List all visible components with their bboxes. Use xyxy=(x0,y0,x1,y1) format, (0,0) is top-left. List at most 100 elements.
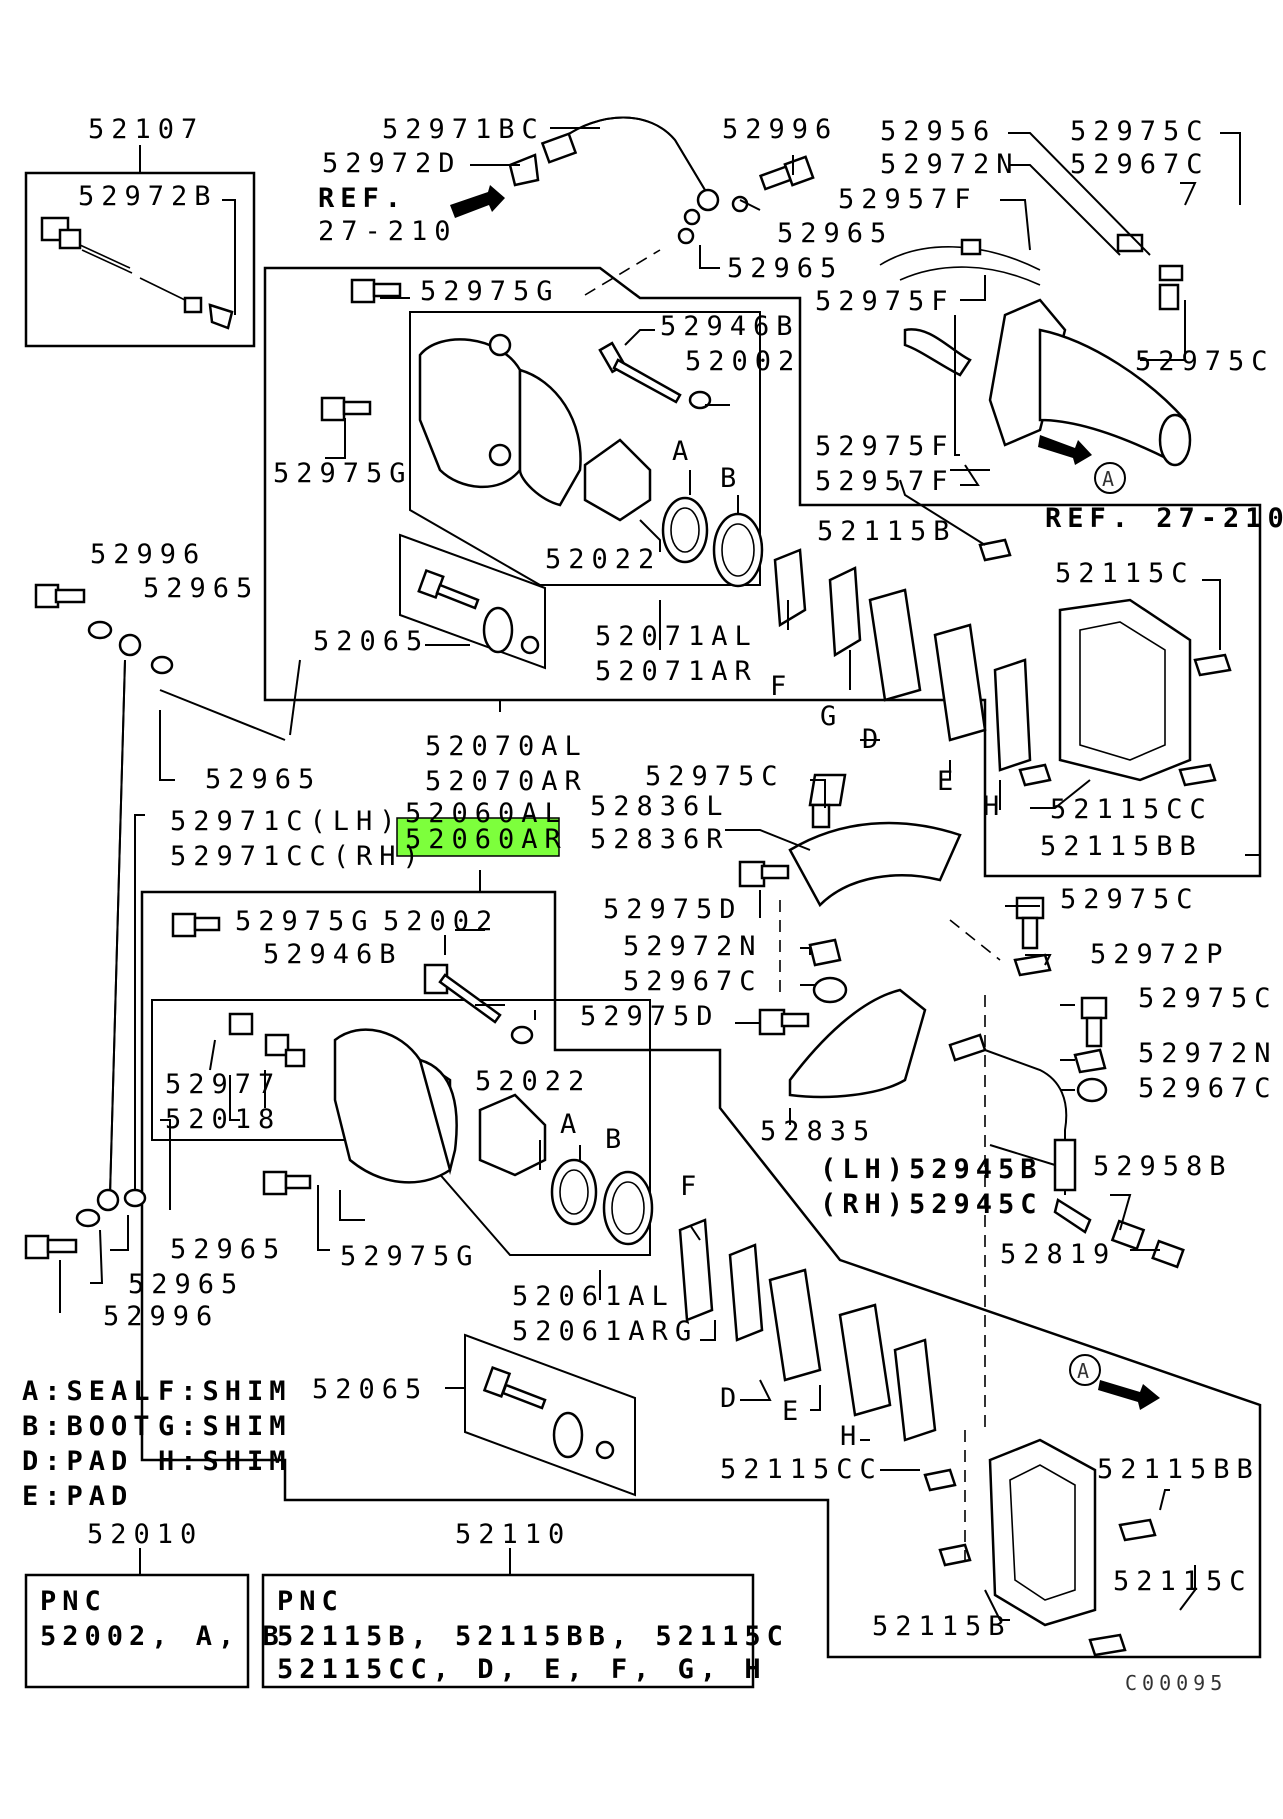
callout-label: 52835 xyxy=(760,1116,876,1147)
figure-code: C00095 xyxy=(1125,1671,1227,1695)
lower-pin-kit-box xyxy=(464,1333,636,1497)
callout-label: (RH)52945C xyxy=(820,1189,1043,1220)
ref-circle-a-lower xyxy=(1069,1354,1101,1386)
callout-label: H xyxy=(840,1421,863,1452)
callout-label: 52975C xyxy=(1135,346,1275,377)
callout-label: 52965 xyxy=(143,573,259,604)
legend: A:SEAL F:SHIM B:BOOT G:SHIM D:PAD H:SHIM… xyxy=(22,1376,292,1512)
highlight-box xyxy=(396,817,560,857)
lower-caliper-box xyxy=(140,890,1262,1659)
callout-label: 52972N xyxy=(880,149,1020,180)
callout-label: 52967C xyxy=(1070,149,1210,180)
pnc-left-line1: 52002, A, B xyxy=(40,1621,285,1652)
upper-pads xyxy=(773,548,1032,772)
splash-shield xyxy=(788,821,962,908)
callout-label: 52115C xyxy=(1055,558,1195,589)
callout-label: 52975G xyxy=(420,276,560,307)
pnc-right-line2: 52115CC, D, E, F, G, H xyxy=(277,1654,767,1685)
callout-label: 52061AL xyxy=(512,1281,675,1312)
callout-label: 52972N xyxy=(623,931,763,962)
callout-label: 52996 xyxy=(722,114,838,145)
callout-label: REF. 27-210 xyxy=(1045,503,1283,534)
legend-item: A:SEAL xyxy=(22,1376,156,1407)
pnc-left-title: PNC xyxy=(40,1586,107,1617)
lower-pin-kit xyxy=(482,1366,615,1460)
callout-label: 52065 xyxy=(313,626,429,657)
callout-label: 52115B xyxy=(817,516,957,547)
arrow-a-upper xyxy=(1038,435,1092,465)
callout-label: 52975D xyxy=(603,894,743,925)
legend-item: G:SHIM xyxy=(158,1411,292,1442)
pnc-right-box xyxy=(261,1573,755,1689)
lower-bracket xyxy=(923,1438,1157,1657)
callout-label: 52115C xyxy=(1113,1566,1253,1597)
callout-label: 52018 xyxy=(165,1104,281,1135)
hub-knuckle xyxy=(879,233,1192,467)
callout-label: 52065 xyxy=(312,1374,428,1405)
callout-label: 52115CC xyxy=(1050,794,1213,825)
ref-a-lower-label: A xyxy=(1077,1359,1094,1383)
callout-label: 52956 xyxy=(880,116,996,147)
callout-label: 27-210 xyxy=(318,216,458,247)
callout-label: 52972D xyxy=(322,148,462,179)
highlight-label: 52060AR xyxy=(405,824,568,855)
callout-label: G xyxy=(675,1316,698,1347)
callout-label: 52971CC(RH) xyxy=(170,841,426,872)
callout-label: 52110 xyxy=(455,1519,571,1550)
callout-label: 52971C(LH) xyxy=(170,806,403,837)
callout-label: 52115B xyxy=(872,1611,1012,1642)
callout-label: 52965 xyxy=(128,1269,244,1300)
lower-piston xyxy=(478,1093,654,1246)
callout-label: (LH)52945B xyxy=(820,1154,1043,1185)
callout-label: 52975G xyxy=(273,458,413,489)
callout-label: D xyxy=(862,724,885,755)
callout-label: 52002 xyxy=(685,346,801,377)
callout-label: G xyxy=(820,701,843,732)
callout-label: 52967C xyxy=(623,966,763,997)
ref-circle-a-upper xyxy=(1094,462,1126,494)
callout-label: 52971BC xyxy=(382,114,545,145)
callout-label: 52819 xyxy=(1000,1239,1116,1270)
callout-label: B xyxy=(720,463,743,494)
callout-label: 52977 xyxy=(165,1069,281,1100)
callout-label: 52022 xyxy=(545,544,661,575)
callout-label: A xyxy=(560,1109,583,1140)
lower-pads xyxy=(678,1218,937,1442)
callout-label: 52965 xyxy=(170,1234,286,1265)
pnc-right-line1: 52115B, 52115BB, 52115C xyxy=(277,1621,789,1652)
callout-label: 52946B xyxy=(263,939,403,970)
legend-item: E:PAD xyxy=(22,1481,133,1512)
callout-label: 52965 xyxy=(727,253,843,284)
callout-label: 52967C xyxy=(1138,1073,1278,1104)
callout-label: 52975C xyxy=(645,761,785,792)
callout-label: 52115BB xyxy=(1097,1454,1260,1485)
callout-label: E xyxy=(937,766,960,797)
callout-label: 52070AL xyxy=(425,731,588,762)
callout-label: 52975F xyxy=(815,286,955,317)
callout-label: 52010 xyxy=(87,1519,203,1550)
upper-caliper-box xyxy=(263,266,1262,878)
dashed-guides xyxy=(584,249,1001,1560)
callout-label: 52836R xyxy=(590,824,730,855)
dust-shield xyxy=(788,988,927,1099)
wear-sensor xyxy=(40,216,234,330)
callout-label: 52972B xyxy=(78,181,218,212)
callout-label: E xyxy=(782,1396,805,1427)
brake-hose-left xyxy=(24,583,174,1260)
brake-hose-upper xyxy=(540,116,749,245)
callout-label: F xyxy=(680,1171,703,1202)
shield-bolts xyxy=(738,773,1108,1103)
callout-label: 52957F xyxy=(838,184,978,215)
pnc-right: PNC 52115B, 52115BB, 52115C 52115CC, D, … xyxy=(277,1586,789,1685)
upper-pin-kit xyxy=(417,568,540,655)
legend-item: H:SHIM xyxy=(158,1446,292,1477)
pnc-right-title: PNC xyxy=(277,1586,344,1617)
abs-sensor-wire xyxy=(948,1033,1185,1269)
legend-item: F:SHIM xyxy=(158,1376,292,1407)
callout-label: 52975C xyxy=(1138,983,1278,1014)
callout-label: D xyxy=(720,1383,743,1414)
callout-label: 52965 xyxy=(205,764,321,795)
upper-piston xyxy=(583,438,764,588)
